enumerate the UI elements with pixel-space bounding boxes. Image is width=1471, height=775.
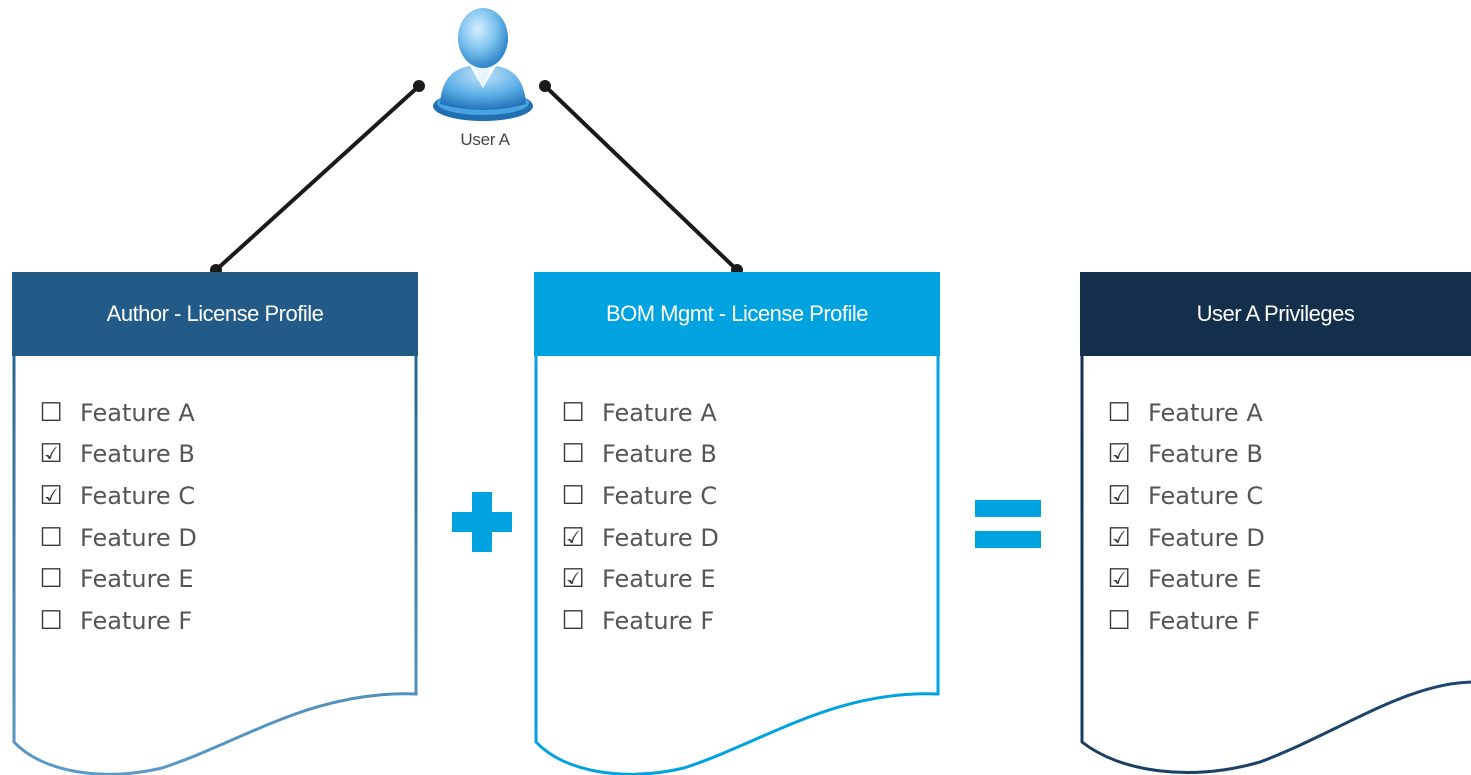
feature-item: ☑ Feature D (556, 517, 719, 559)
feature-label: Feature F (602, 606, 715, 635)
document-outline (12, 272, 418, 775)
feature-item: ☐ Feature D (34, 517, 197, 559)
feature-label: Feature E (602, 565, 716, 594)
feature-label: Feature C (1148, 481, 1264, 510)
checkbox-icon: ☐ (39, 522, 63, 553)
checkbox-icon: ☐ (561, 439, 585, 470)
feature-label: Feature A (1148, 398, 1263, 427)
document-outline (534, 272, 940, 775)
feature-item: ☑ Feature E (1102, 558, 1265, 600)
user-label: User A (460, 130, 510, 149)
feature-label: Feature D (602, 523, 719, 552)
feature-item: ☑ Feature E (556, 558, 719, 600)
checkbox-icon: ☐ (39, 397, 63, 428)
feature-item: ☑ Feature C (1102, 475, 1265, 517)
profile-header: Author - License Profile (12, 272, 418, 356)
checkbox-checked-icon: ☑ (1107, 564, 1131, 595)
checkbox-icon: ☐ (39, 564, 63, 595)
plus-icon (452, 492, 512, 552)
connector-dot (413, 80, 425, 92)
feature-label: Feature F (80, 606, 193, 635)
feature-item: ☐ Feature B (556, 434, 719, 476)
feature-list: ☐ Feature A ☐ Feature B ☐ Feature C ☑ Featur… (556, 392, 719, 642)
feature-label: Feature B (602, 440, 717, 469)
user-avatar-icon (428, 2, 538, 124)
feature-label: Feature A (80, 398, 195, 427)
feature-item: ☑ Feature B (34, 434, 197, 476)
feature-item: ☐ Feature F (34, 600, 197, 642)
connector-to-bom (543, 84, 739, 272)
checkbox-icon: ☐ (561, 397, 585, 428)
feature-item: ☐ Feature A (1102, 392, 1265, 434)
feature-label: Feature E (1148, 565, 1262, 594)
checkbox-checked-icon: ☑ (1107, 439, 1131, 470)
user-privileges-result: User A Privileges ☐ Feature A ☑ Feature B … (1080, 272, 1471, 775)
checkbox-icon: ☐ (39, 605, 63, 636)
document-outline (1080, 272, 1471, 774)
feature-item: ☑ Feature C (34, 475, 197, 517)
feature-label: Feature B (80, 440, 195, 469)
feature-label: Feature D (1148, 523, 1265, 552)
feature-label: Feature B (1148, 440, 1263, 469)
feature-item: ☐ Feature F (556, 600, 719, 642)
bom-license-profile: BOM Mgmt - License Profile ☐ Feature A ☐ F… (534, 272, 940, 775)
feature-list: ☐ Feature A ☑ Feature B ☑ Feature C ☑ Featur… (1102, 392, 1265, 642)
checkbox-checked-icon: ☑ (39, 480, 63, 511)
feature-label: Feature F (1148, 606, 1261, 635)
checkbox-icon: ☐ (561, 605, 585, 636)
checkbox-icon: ☐ (1107, 397, 1131, 428)
equals-icon (975, 500, 1041, 548)
checkbox-checked-icon: ☑ (561, 522, 585, 553)
feature-label: Feature A (602, 398, 717, 427)
connector-to-author (214, 84, 421, 272)
checkbox-checked-icon: ☑ (1107, 480, 1131, 511)
feature-item: ☑ Feature B (1102, 434, 1265, 476)
feature-label: Feature D (80, 523, 197, 552)
feature-item: ☐ Feature E (34, 558, 197, 600)
feature-item: ☐ Feature A (34, 392, 197, 434)
connector-dot (539, 80, 551, 92)
checkbox-icon: ☐ (561, 480, 585, 511)
feature-item: ☐ Feature C (556, 475, 719, 517)
feature-label: Feature C (602, 481, 718, 510)
checkbox-checked-icon: ☑ (1107, 522, 1131, 553)
feature-item: ☐ Feature A (556, 392, 719, 434)
checkbox-checked-icon: ☑ (39, 439, 63, 470)
author-license-profile: Author - License Profile ☐ Feature A ☑ Fea… (12, 272, 418, 775)
feature-item: ☑ Feature D (1102, 517, 1265, 559)
checkbox-checked-icon: ☑ (561, 564, 585, 595)
feature-list: ☐ Feature A ☑ Feature B ☑ Feature C ☐ Featur… (34, 392, 197, 642)
feature-label: Feature C (80, 481, 196, 510)
feature-label: Feature E (80, 565, 194, 594)
profile-header: BOM Mgmt - License Profile (534, 272, 940, 356)
feature-item: ☐ Feature F (1102, 600, 1265, 642)
checkbox-icon: ☐ (1107, 605, 1131, 636)
profile-header: User A Privileges (1080, 272, 1471, 356)
